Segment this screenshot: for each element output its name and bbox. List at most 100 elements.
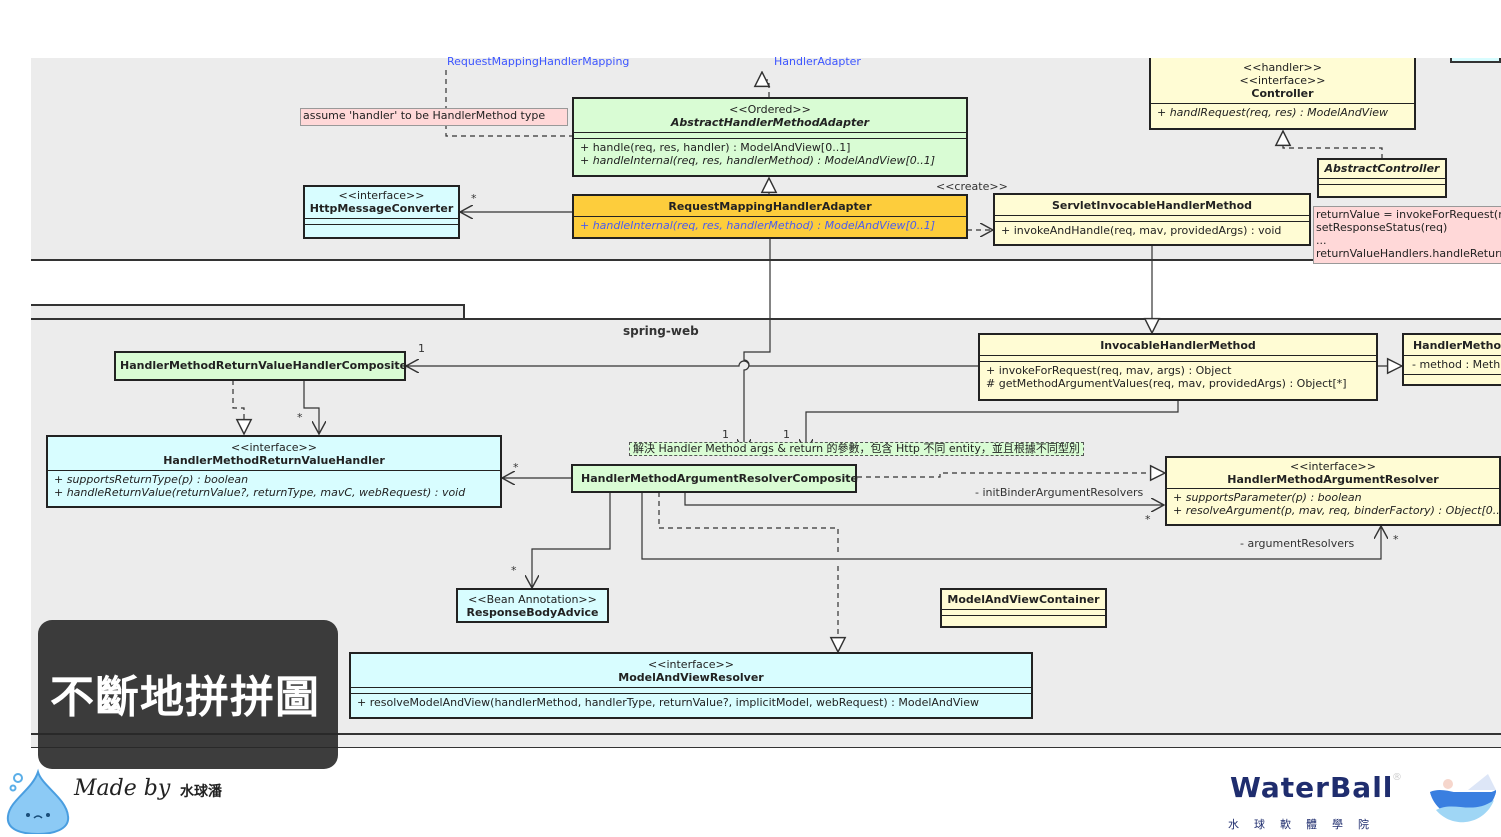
role-label: - initBinderArgumentResolvers: [975, 486, 1144, 499]
stereotype: <<handler>>: [1243, 61, 1322, 74]
class-return-value-handler-composite[interactable]: HandlerMethodReturnValueHandlerComposite: [114, 351, 408, 381]
attribute: - method : Meth: [1412, 358, 1501, 371]
stereotype: <<interface>>: [1290, 460, 1376, 473]
package-label: spring-web: [623, 324, 699, 338]
divider: [1319, 184, 1445, 190]
assoc-arg-composite: [744, 238, 771, 452]
class-invocable-handler-method[interactable]: InvocableHandlerMethod + invokeForReques…: [978, 333, 1378, 401]
class-argument-resolver-composite[interactable]: HandlerMethodArgumentResolverComposite: [571, 464, 858, 493]
class-name: ResponseBodyAdvice: [466, 606, 599, 619]
operation: + invokeForRequest(req, mav, args) : Obj…: [986, 364, 1232, 377]
note-line: returnValueHandlers.handleReturnVa: [1316, 247, 1501, 260]
assoc-init-binder: [684, 492, 1164, 505]
dep-mapping: [445, 70, 578, 137]
attributes: - method : Meth: [1404, 355, 1501, 374]
multiplicity-label: *: [471, 192, 477, 205]
multiplicity-label: *: [513, 461, 519, 474]
create-label: <<create>>: [936, 180, 1008, 193]
class-name: HandlerMethodReturnValueHandlerComposite: [120, 359, 408, 372]
class-servlet-invocable-handler-method[interactable]: ServletInvocableHandlerMethod + invokeAn…: [993, 193, 1311, 246]
operations: + handleInternal(req, res, handlerMethod…: [574, 216, 966, 235]
class-request-mapping-handler-adapter[interactable]: RequestMappingHandlerAdapter + handleInt…: [572, 194, 968, 239]
operation: + handleReturnValue(returnValue?, return…: [54, 486, 466, 499]
assoc-rv-composite: [406, 361, 978, 366]
class-return-value-handler[interactable]: <<interface>> HandlerMethodReturnValueHa…: [46, 435, 502, 508]
operation: + resolveModelAndView(handlerMethod, han…: [357, 696, 979, 709]
note-line: ...: [1316, 234, 1327, 247]
divider: [942, 615, 1105, 621]
multiplicity-label: *: [297, 411, 303, 424]
class-argument-resolver[interactable]: <<interface>> HandlerMethodArgumentResol…: [1165, 456, 1501, 526]
multiplicity-label: 1: [783, 428, 790, 441]
note-line: returnValue = invokeForRequest(req: [1316, 208, 1501, 221]
divider: [351, 687, 1031, 693]
stereotype: <<interface>>: [338, 189, 425, 202]
class-name: Controller: [1251, 87, 1314, 100]
class-response-body-advice[interactable]: <<Bean Annotation>> ResponseBodyAdvice: [456, 588, 609, 623]
divider: [942, 609, 1105, 615]
divider: [1319, 178, 1445, 184]
note-line: setResponseStatus(req): [1316, 221, 1448, 234]
operations: + handle(req, res, handler) : ModelAndVi…: [574, 138, 966, 170]
multiplicity-label: *: [1145, 513, 1151, 526]
divider: [305, 224, 458, 231]
note-resolver-composite: 解決 Handler Method args & return 的參數，包含 H…: [629, 442, 1084, 456]
class-name: ServletInvocableHandlerMethod: [1051, 199, 1253, 212]
stereotype: <<interface>>: [1239, 74, 1326, 87]
package-border: [31, 259, 1501, 261]
waterball-logo-subtitle: 水球軟體學院: [1228, 818, 1384, 831]
dep-mav-resolver: [658, 492, 838, 652]
operation: + handle(req, res, handler) : ModelAndVi…: [580, 141, 851, 154]
operation: + resolveArgument(p, mav, req, binderFac…: [1173, 504, 1501, 517]
operations: + invokeAndHandle(req, mav, providedArgs…: [995, 221, 1309, 240]
class-controller[interactable]: <<handler>> <<interface>> Controller + h…: [1149, 58, 1416, 130]
note-servlet-code: returnValue = invokeForRequest(req setRe…: [1313, 206, 1501, 264]
class-abstract-controller[interactable]: AbstractController: [1317, 158, 1447, 198]
realize-adapter: [762, 72, 769, 97]
class-http-message-converter[interactable]: <<interface>> HttpMessageConverter: [303, 185, 460, 239]
class-name: HttpMessageConverter: [309, 202, 454, 215]
made-by-text: Made by: [74, 776, 171, 801]
assoc-arg-composite-2: [806, 401, 1179, 452]
package-border: [31, 733, 1501, 735]
class-handler-method[interactable]: HandlerMetho - method : Meth: [1402, 333, 1501, 386]
class-model-and-view-container[interactable]: ModelAndViewContainer: [940, 588, 1107, 628]
operation: + handleInternal(req, res, handlerMethod…: [580, 219, 936, 232]
note-assume-handler: assume 'handler' to be HandlerMethod typ…: [300, 108, 568, 126]
waterball-mascot-icon: [6, 768, 70, 834]
operations: + handlRequest(req, res) : ModelAndView: [1151, 103, 1414, 122]
stereotype: <<interface>>: [648, 658, 734, 671]
assoc-rv-handler: [303, 380, 319, 434]
operation: + supportsReturnType(p) : boolean: [54, 473, 249, 486]
operation: + invokeAndHandle(req, mav, providedArgs…: [1001, 224, 1282, 237]
note-text: assume 'handler' to be HandlerMethod typ…: [303, 109, 546, 122]
class-name: ModelAndViewResolver: [618, 671, 764, 684]
multiplicity-label: 1: [722, 428, 729, 441]
class-name: HandlerMethodReturnValueHandler: [163, 454, 385, 467]
operation: + supportsParameter(p) : boolean: [1173, 491, 1362, 504]
class-abstract-handler-method-adapter[interactable]: <<Ordered>> AbstractHandlerMethodAdapter…: [572, 97, 968, 177]
operations: + supportsReturnType(p) : boolean + hand…: [48, 470, 500, 502]
registered-mark: ®: [1392, 772, 1402, 783]
operation: + handlRequest(req, res) : ModelAndView: [1157, 106, 1389, 119]
multiplicity-label: *: [511, 564, 517, 577]
divider: [995, 215, 1309, 221]
class-name: AbstractController: [1324, 162, 1440, 175]
class-name: InvocableHandlerMethod: [1100, 339, 1256, 352]
package-border: [31, 318, 1501, 320]
stereotype: <<Ordered>>: [729, 103, 811, 116]
class-name: HandlerMethodArgumentResolver: [1227, 473, 1439, 486]
class-name: RequestMappingHandlerAdapter: [668, 200, 872, 213]
ref-handler-adapter: HandlerAdapter: [774, 55, 861, 68]
package-border: [31, 747, 1501, 748]
class-name: ModelAndViewContainer: [947, 593, 1100, 606]
ref-request-mapping-handler-mapping: RequestMappingHandlerMapping: [447, 55, 630, 68]
made-by-name: 水球潘: [180, 784, 222, 800]
divider: [980, 355, 1376, 361]
class-model-and-view-resolver[interactable]: <<interface>> ModelAndViewResolver + res…: [349, 652, 1033, 719]
class-box-partial: [1450, 58, 1501, 63]
class-name: AbstractHandlerMethodAdapter: [670, 116, 870, 129]
operations: + invokeForRequest(req, mav, args) : Obj…: [980, 361, 1376, 393]
divider: [1404, 374, 1501, 380]
